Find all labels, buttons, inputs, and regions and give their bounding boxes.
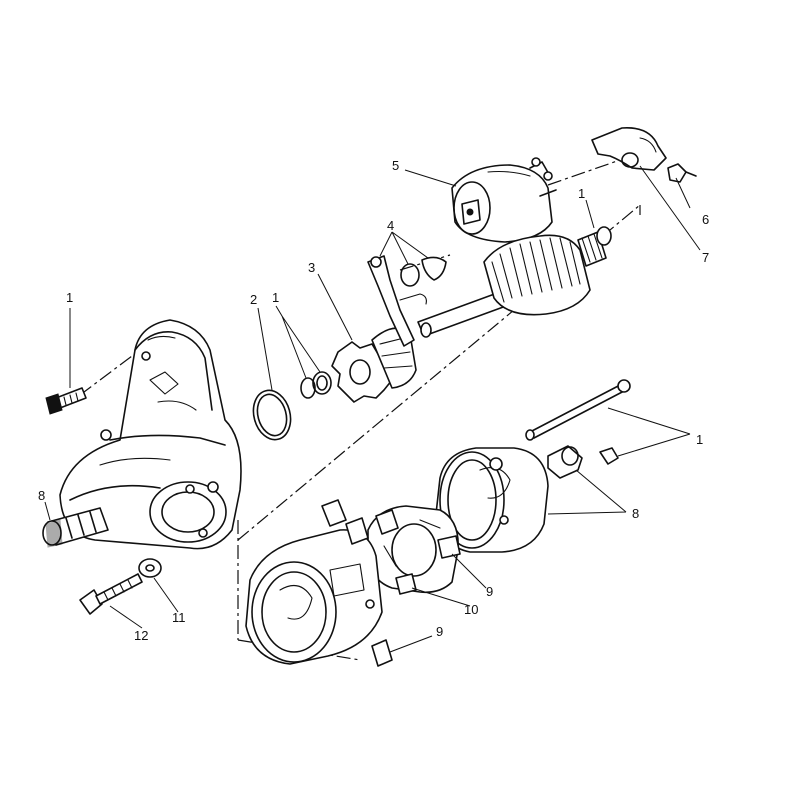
callout-11: 11 [172, 610, 186, 625]
callout-8-left: 8 [38, 488, 45, 503]
callout-8-right: 8 [632, 506, 639, 521]
long-bolt-12 [79, 573, 143, 615]
solenoid [451, 157, 557, 243]
callout-3: 3 [308, 260, 315, 275]
terminal-nut [667, 163, 697, 183]
callout-1-bolt: 1 [66, 290, 73, 305]
callout-2: 2 [250, 292, 257, 307]
stop-rings [300, 371, 332, 399]
callout-9-upper: 9 [486, 584, 493, 599]
callout-10: 10 [464, 602, 478, 617]
callout-1-rings: 1 [272, 290, 279, 305]
washer-11 [138, 558, 162, 578]
drive-end-housing [59, 319, 242, 550]
callout-1-through-bolt: 1 [696, 432, 703, 447]
commutator-end-frame [245, 499, 383, 665]
pinion-shaft-end [42, 507, 109, 548]
bushing [547, 445, 583, 479]
armature [417, 226, 612, 338]
callout-4: 4 [387, 218, 394, 233]
callout-6: 6 [702, 212, 709, 227]
mounting-bolt [45, 387, 87, 415]
callout-labels: 1 1 1 1 2 3 4 5 6 7 8 8 9 9 10 11 12 [38, 158, 709, 643]
callout-1-armature: 1 [578, 186, 585, 201]
snap-ring-2 [252, 389, 292, 441]
callout-5: 5 [392, 158, 399, 173]
shift-lever [367, 255, 447, 347]
callout-12: 12 [134, 628, 148, 643]
drive-pinion-clutch [331, 327, 417, 403]
callout-7: 7 [702, 250, 709, 265]
plug [599, 447, 619, 465]
callout-9-lower: 9 [436, 624, 443, 639]
leader-lines [44, 165, 701, 653]
terminal-cover [591, 127, 667, 171]
brush-holder [367, 505, 461, 595]
through-bolt [525, 379, 631, 441]
brush-lower [371, 639, 393, 667]
